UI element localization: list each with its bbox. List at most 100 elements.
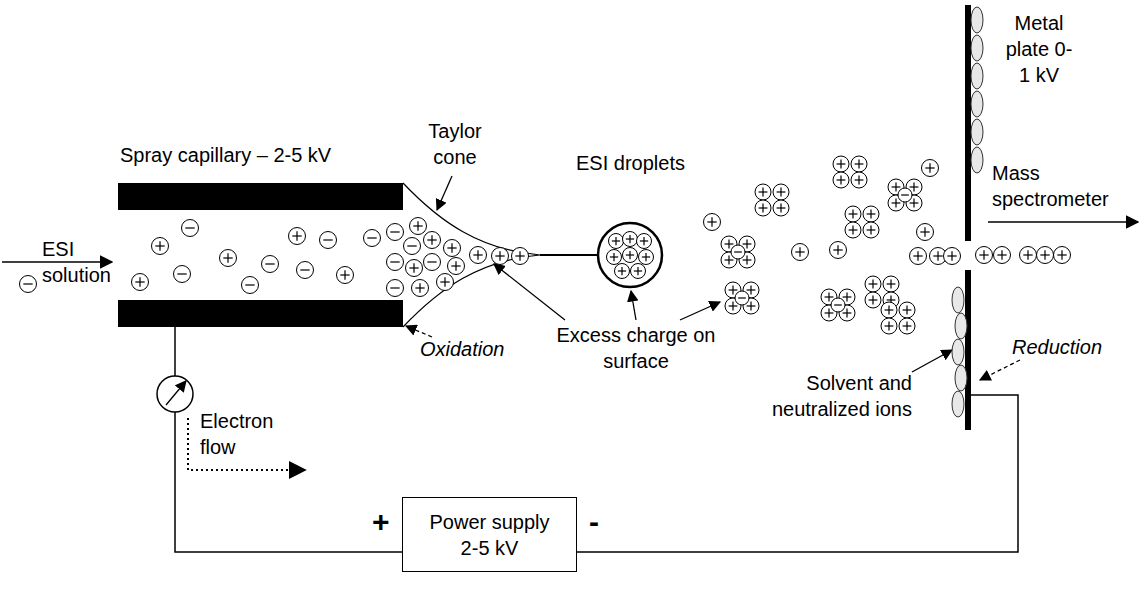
cation [412,280,429,297]
cation [922,160,939,177]
cation [830,242,847,259]
cation [609,234,624,249]
cation [755,200,771,216]
leader [437,176,452,210]
polarity-sign: - [589,505,599,539]
capillary-wall [118,300,403,327]
cation [755,184,771,200]
anion [387,224,404,241]
process-note: Oxidation [420,336,505,362]
cation [437,274,454,291]
deposit [952,339,964,365]
deposit [955,365,967,391]
process-note: Reduction [1012,334,1102,360]
power-supply-box: Power supply 2-5 kV [402,497,577,572]
anion [364,230,381,247]
deposit [971,35,983,61]
anion [735,291,749,305]
part-label: ESI droplets [576,150,685,176]
callout-label: Excess charge on surface [556,322,716,374]
cation [773,184,789,200]
cation [865,292,881,308]
cation [792,244,809,261]
deposit [952,391,964,417]
cation [881,318,897,334]
anion [898,188,912,202]
current-meter [157,376,193,412]
cation [512,248,529,265]
part-label: Mass spectrometer [992,160,1132,212]
leader [406,326,432,337]
cation [883,276,899,292]
wire [175,412,402,552]
cation [424,232,441,249]
metal-plate [965,270,971,430]
cation [152,238,169,255]
cation [337,267,354,284]
jet [540,254,598,256]
leader [680,302,720,320]
leader [912,350,952,372]
cation [492,248,509,265]
deposit [971,7,983,33]
cation [899,318,915,334]
leader [980,360,1020,380]
cation [910,248,927,265]
cation [448,258,465,275]
cation [865,276,881,292]
cation [220,250,237,267]
cation [994,247,1011,264]
leader [631,291,636,320]
cation [899,302,915,318]
inlet-arrow [2,261,112,263]
cation [1054,247,1071,264]
anion [424,254,441,271]
cation [845,206,861,222]
cation [444,240,461,257]
cation [917,224,934,241]
cation [976,247,993,264]
metal-plate [965,5,971,241]
callout-label: Solvent and neutralized ions [762,370,912,422]
cation [851,172,867,188]
cation [615,264,630,279]
cation [863,222,879,238]
taylor-cone [403,183,540,327]
anion [262,256,279,273]
deposit [971,119,983,145]
cation [1037,247,1054,264]
deposit [971,91,983,117]
cation [623,232,638,247]
capillary-wall [118,183,403,210]
anion [297,262,314,279]
part-label: ESI solution [42,236,117,288]
cation [704,214,721,231]
cation [863,206,879,222]
ms-arrow [988,221,1138,223]
callout-label: Electron flow [200,408,295,460]
cation [132,274,149,291]
cation [851,156,867,172]
leader [494,264,565,320]
anion [387,254,404,271]
anion [320,232,337,249]
cation [289,228,306,245]
deposit [971,147,983,173]
ions [20,156,1071,334]
cation [773,200,789,216]
anion [387,280,404,297]
deposit [952,287,964,313]
part-label: Metal plate 0-1 kV [1003,10,1075,88]
cation [470,247,487,264]
cation [607,250,622,265]
anion [242,277,259,294]
cation [833,172,849,188]
part-label: Taylor cone [405,118,505,170]
deposit [971,63,983,89]
deposits [952,7,983,417]
anion [20,276,37,293]
part-label: Spray capillary – 2-5 kV [120,142,331,168]
cation [881,302,897,318]
anion [174,266,191,283]
cation [406,260,423,277]
